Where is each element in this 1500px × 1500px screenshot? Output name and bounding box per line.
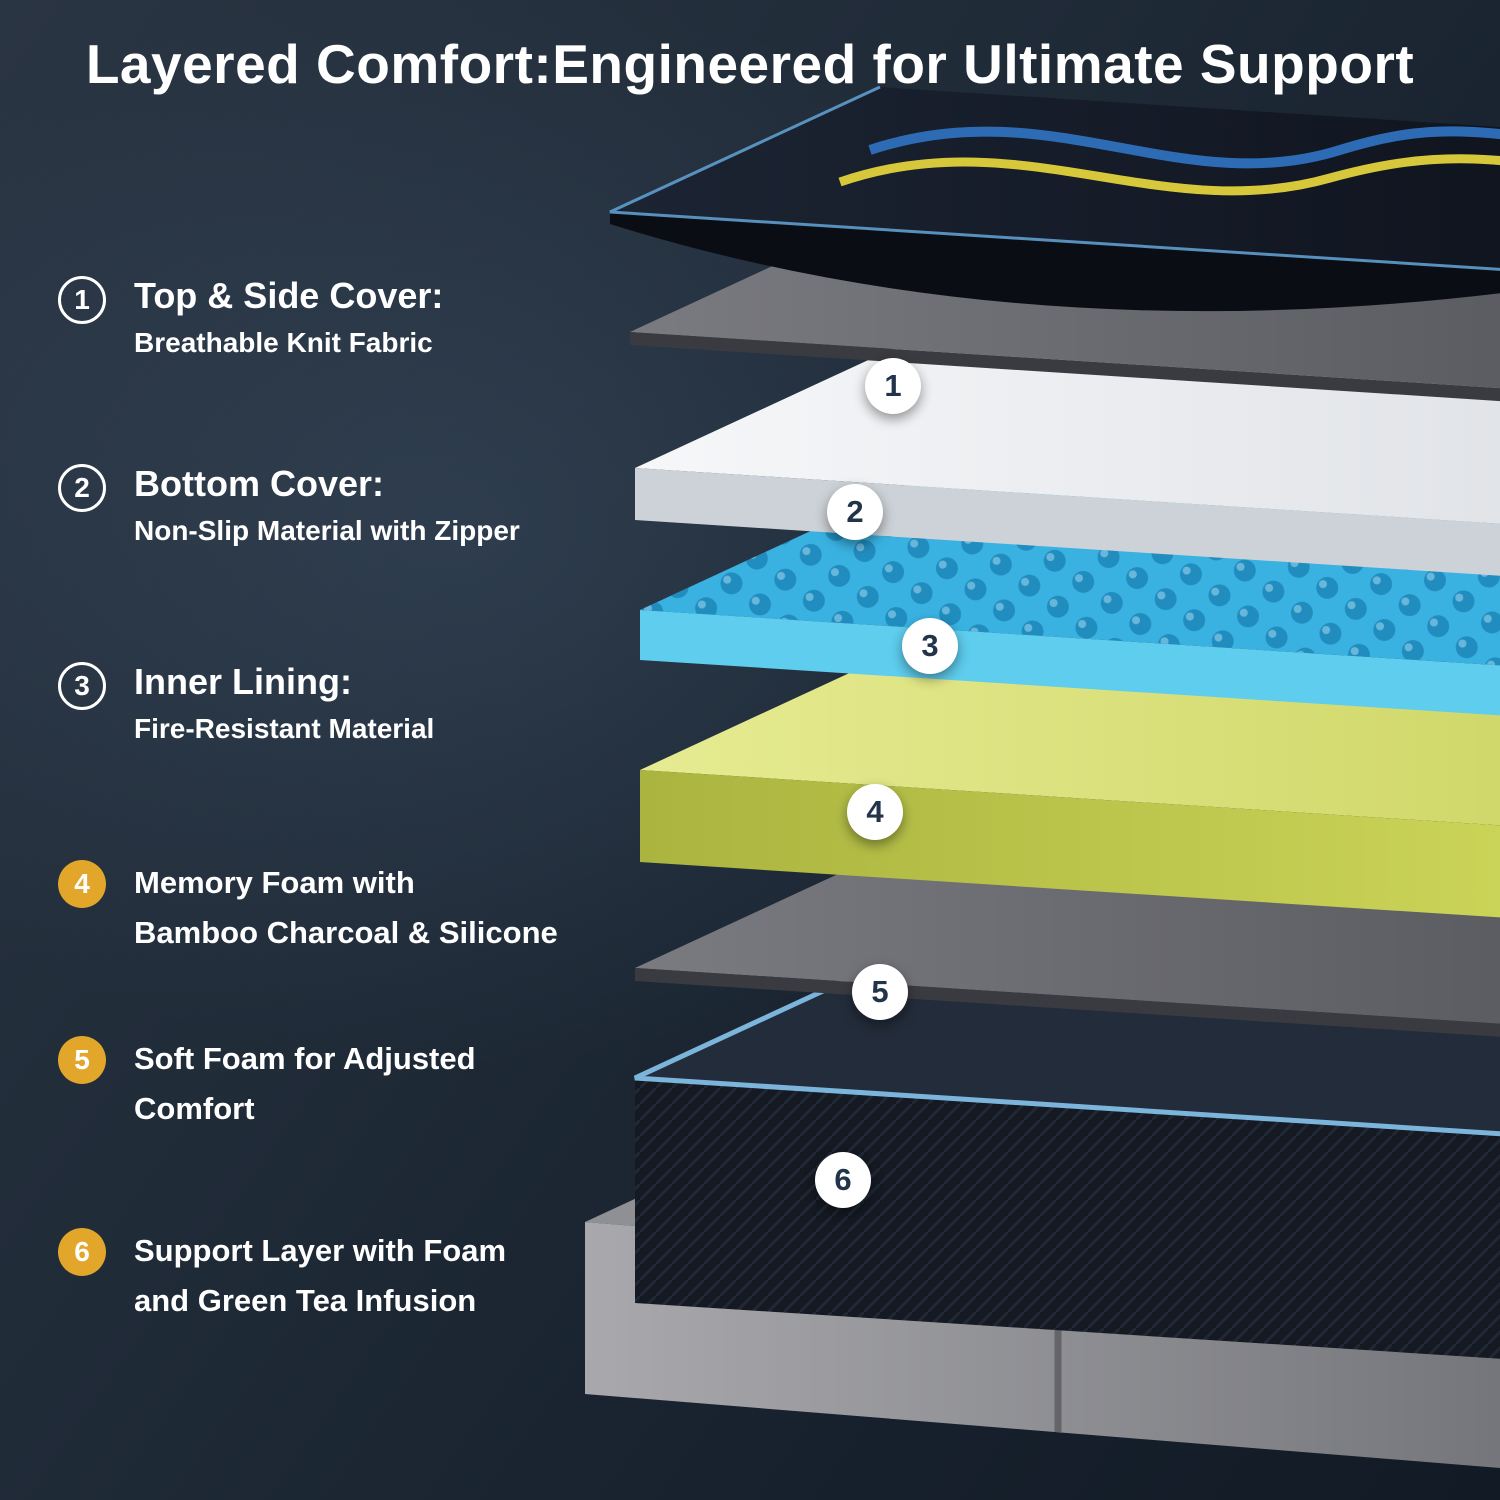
legend-line2-6: and Green Tea Infusion (134, 1283, 477, 1319)
legend-line1-6: Support Layer with Foam (134, 1233, 507, 1268)
legend-number-6: 6 (58, 1228, 106, 1276)
legend-item-soft-foam: 5 Soft Foam for Adjusted Comfort (58, 1034, 658, 1134)
legend-number-3: 3 (58, 662, 106, 710)
legend-item-bottom-cover: 2 Bottom Cover: Non-Slip Material with Z… (58, 462, 658, 547)
legend-item-support-layer: 6 Support Layer with Foam and Green Tea … (58, 1226, 658, 1326)
legend-subtitle-3: Fire-Resistant Material (134, 713, 435, 745)
legend-text-3: Inner Lining: Fire-Resistant Material (134, 660, 434, 745)
legend-text-2: Bottom Cover: Non-Slip Material with Zip… (134, 462, 520, 547)
diagram-badge-2: 2 (827, 484, 883, 540)
legend-number-1: 1 (58, 276, 106, 324)
legend-line2-5: Comfort (134, 1091, 255, 1127)
legend-title-2: Bottom Cover: (134, 463, 384, 504)
legend-subtitle-2: Non-Slip Material with Zipper (134, 515, 520, 547)
diagram-badge-5: 5 (852, 964, 908, 1020)
legend-text-6: Support Layer with Foam and Green Tea In… (134, 1226, 506, 1326)
legend-text-1: Top & Side Cover: Breathable Knit Fabric (134, 274, 443, 359)
legend-text-4: Memory Foam with Bamboo Charcoal & Silic… (134, 858, 558, 958)
legend-item-inner-lining: 3 Inner Lining: Fire-Resistant Material (58, 660, 658, 745)
legend-number-4: 4 (58, 860, 106, 908)
diagram-badge-4: 4 (847, 784, 903, 840)
legend-subtitle-1: Breathable Knit Fabric (134, 327, 433, 359)
diagram-badge-1: 1 (865, 358, 921, 414)
diagram-badge-3: 3 (902, 618, 958, 674)
legend-number-2: 2 (58, 464, 106, 512)
legend-line2-4: Bamboo Charcoal & Silicone (134, 915, 558, 951)
top-knit-cover (609, 85, 1500, 312)
page-title: Layered Comfort:Engineered for Ultimate … (85, 33, 1415, 95)
legend-title-3: Inner Lining: (134, 661, 352, 702)
diagram-badge-6: 6 (815, 1152, 871, 1208)
legend-item-top-side-cover: 1 Top & Side Cover: Breathable Knit Fabr… (58, 274, 658, 359)
legend-text-5: Soft Foam for Adjusted Comfort (134, 1034, 476, 1134)
legend-number-5: 5 (58, 1036, 106, 1084)
legend-item-memory-foam: 4 Memory Foam with Bamboo Charcoal & Sil… (58, 858, 658, 958)
legend-line1-5: Soft Foam for Adjusted (134, 1041, 476, 1076)
legend-line1-4: Memory Foam with (134, 865, 415, 900)
legend-title-1: Top & Side Cover: (134, 275, 444, 316)
